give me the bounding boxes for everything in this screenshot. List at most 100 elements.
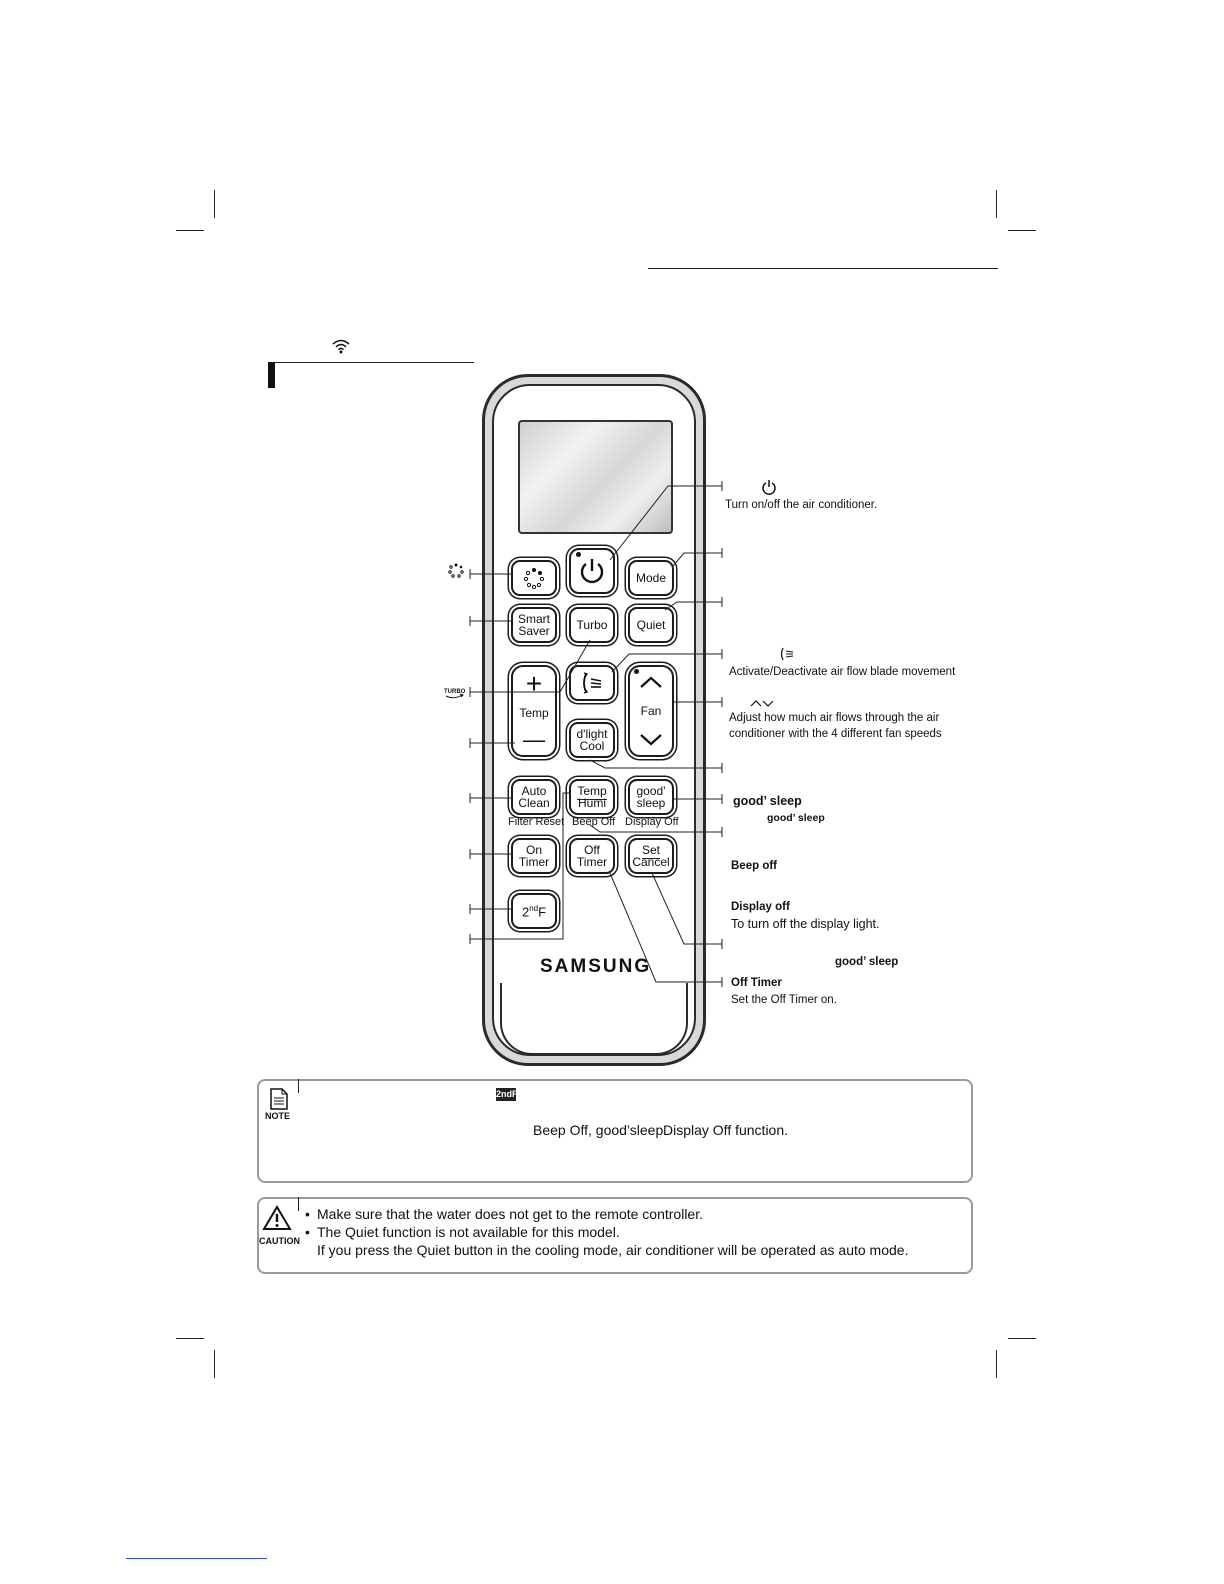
- caution-label: CAUTION: [259, 1236, 300, 1246]
- footer-link-rule: [126, 1558, 267, 1559]
- auto-line1: Auto: [521, 784, 547, 798]
- remote-display: [518, 420, 673, 534]
- note-label: NOTE: [265, 1111, 291, 1121]
- power-callout-icon: [761, 479, 777, 500]
- good-sleep-right: good’ sleep: [835, 956, 899, 968]
- beep-off-label: Beep Off: [572, 816, 616, 828]
- off-line1: Off: [584, 843, 600, 857]
- off-line2: Timer: [576, 855, 608, 869]
- power-description: Turn on/off the air conditioner.: [725, 499, 878, 511]
- fan-up-icon[interactable]: [639, 675, 663, 689]
- svg-text:TURBO: TURBO: [444, 689, 465, 695]
- fan-indicator-dot: [634, 669, 639, 674]
- temp-minus[interactable]: —: [523, 727, 545, 752]
- good-sleep-label: good'sleep: [637, 785, 666, 809]
- power-icon: [580, 559, 604, 584]
- brand-logo: SAMSUNG: [540, 956, 652, 977]
- note-box: [257, 1079, 973, 1183]
- good-sleep-subtitle: good’ sleep: [767, 812, 825, 824]
- crop-mark: [214, 1350, 215, 1378]
- mode-button[interactable]: Mode: [628, 560, 674, 596]
- note-text-a: Beep Off, good’sleep: [533, 1122, 664, 1138]
- good-sleep-button[interactable]: good'sleep: [628, 779, 674, 815]
- on-line2: Timer: [518, 855, 550, 869]
- on-line1: On: [525, 843, 542, 857]
- caution-bullet-dot-1: •: [305, 1206, 310, 1222]
- second-f-inline-icon: 2ndF: [496, 1088, 518, 1101]
- crop-mark: [176, 230, 204, 231]
- dots-button[interactable]: [511, 560, 557, 596]
- second-f-sup: nd: [529, 904, 539, 914]
- quiet-button[interactable]: Quiet: [628, 607, 674, 643]
- display-off-description: To turn off the display light.: [731, 917, 880, 931]
- second-f-inline-text: 2ndF: [496, 1089, 518, 1099]
- fan-description-2: conditioner with the 4 different fan spe…: [729, 728, 942, 740]
- caution-bullet-dot-2: •: [305, 1224, 310, 1240]
- quiet-label: Quiet: [636, 618, 666, 632]
- fan-label: Fan: [640, 704, 662, 718]
- caution-icon: [262, 1205, 292, 1236]
- dots-icon: [523, 568, 545, 589]
- fan-rocker[interactable]: Fan: [628, 665, 674, 757]
- crop-mark: [214, 190, 215, 218]
- turbo-button[interactable]: Turbo: [569, 607, 615, 643]
- crop-mark: [1008, 230, 1036, 231]
- fan-callout-icon: [750, 695, 774, 713]
- dlight-line2: Cool: [579, 739, 605, 753]
- display-off-title: Display off: [731, 901, 790, 913]
- caution-bullet-2-cont: If you press the Quiet button in the coo…: [317, 1242, 909, 1258]
- second-function-button[interactable]: 2ndF: [511, 893, 557, 929]
- goodsleep-line2: sleep: [636, 796, 666, 810]
- wifi-icon: [332, 338, 350, 359]
- turbo-label: Turbo: [576, 618, 608, 632]
- mode-label: Mode: [635, 571, 667, 585]
- caution-bullet-2: The Quiet function is not available for …: [317, 1224, 620, 1240]
- section-marker: [268, 362, 275, 388]
- good-sleep-title: good’ sleep: [733, 794, 802, 808]
- second-f-tail: F: [538, 904, 547, 920]
- caution-divider: [298, 1197, 299, 1211]
- fan-description-1: Adjust how much air flows through the ai…: [729, 712, 940, 724]
- dots-callout-icon: [447, 563, 465, 584]
- temp-rocker[interactable]: + Temp —: [511, 665, 557, 757]
- crop-mark: [176, 1338, 204, 1339]
- set-line2: Cancel: [632, 855, 670, 869]
- airflow-callout-icon: [779, 646, 795, 667]
- section-rule: [268, 362, 474, 363]
- crop-mark: [1008, 1338, 1036, 1339]
- caution-bullet-1: Make sure that the water does not get to…: [317, 1206, 703, 1222]
- temp-label: Temp: [519, 706, 549, 720]
- airflow-icon: [583, 672, 602, 694]
- fan-down-icon[interactable]: [639, 733, 663, 747]
- temphumi-line2: Humi: [577, 796, 606, 810]
- dlight-line1: d'light: [576, 727, 608, 741]
- crop-mark: [996, 190, 997, 218]
- crop-mark: [996, 1350, 997, 1378]
- set-line1: Set: [641, 843, 660, 859]
- goodsleep-line1: good': [636, 784, 666, 798]
- note-icon: [269, 1088, 289, 1115]
- auto-line2: Clean: [518, 796, 550, 810]
- off-timer-description: Set the Off Timer on.: [731, 994, 837, 1006]
- smart-line1: Smart: [517, 612, 550, 626]
- temp-plus[interactable]: +: [525, 668, 543, 699]
- display-off-label: Display Off: [625, 816, 679, 828]
- airflow-button[interactable]: [569, 665, 615, 701]
- second-f-digit: 2: [521, 904, 530, 920]
- note-text-b: Display Off function.: [663, 1122, 789, 1138]
- beep-off-title: Beep off: [731, 860, 777, 872]
- second-f-label: 2ndF: [522, 903, 546, 918]
